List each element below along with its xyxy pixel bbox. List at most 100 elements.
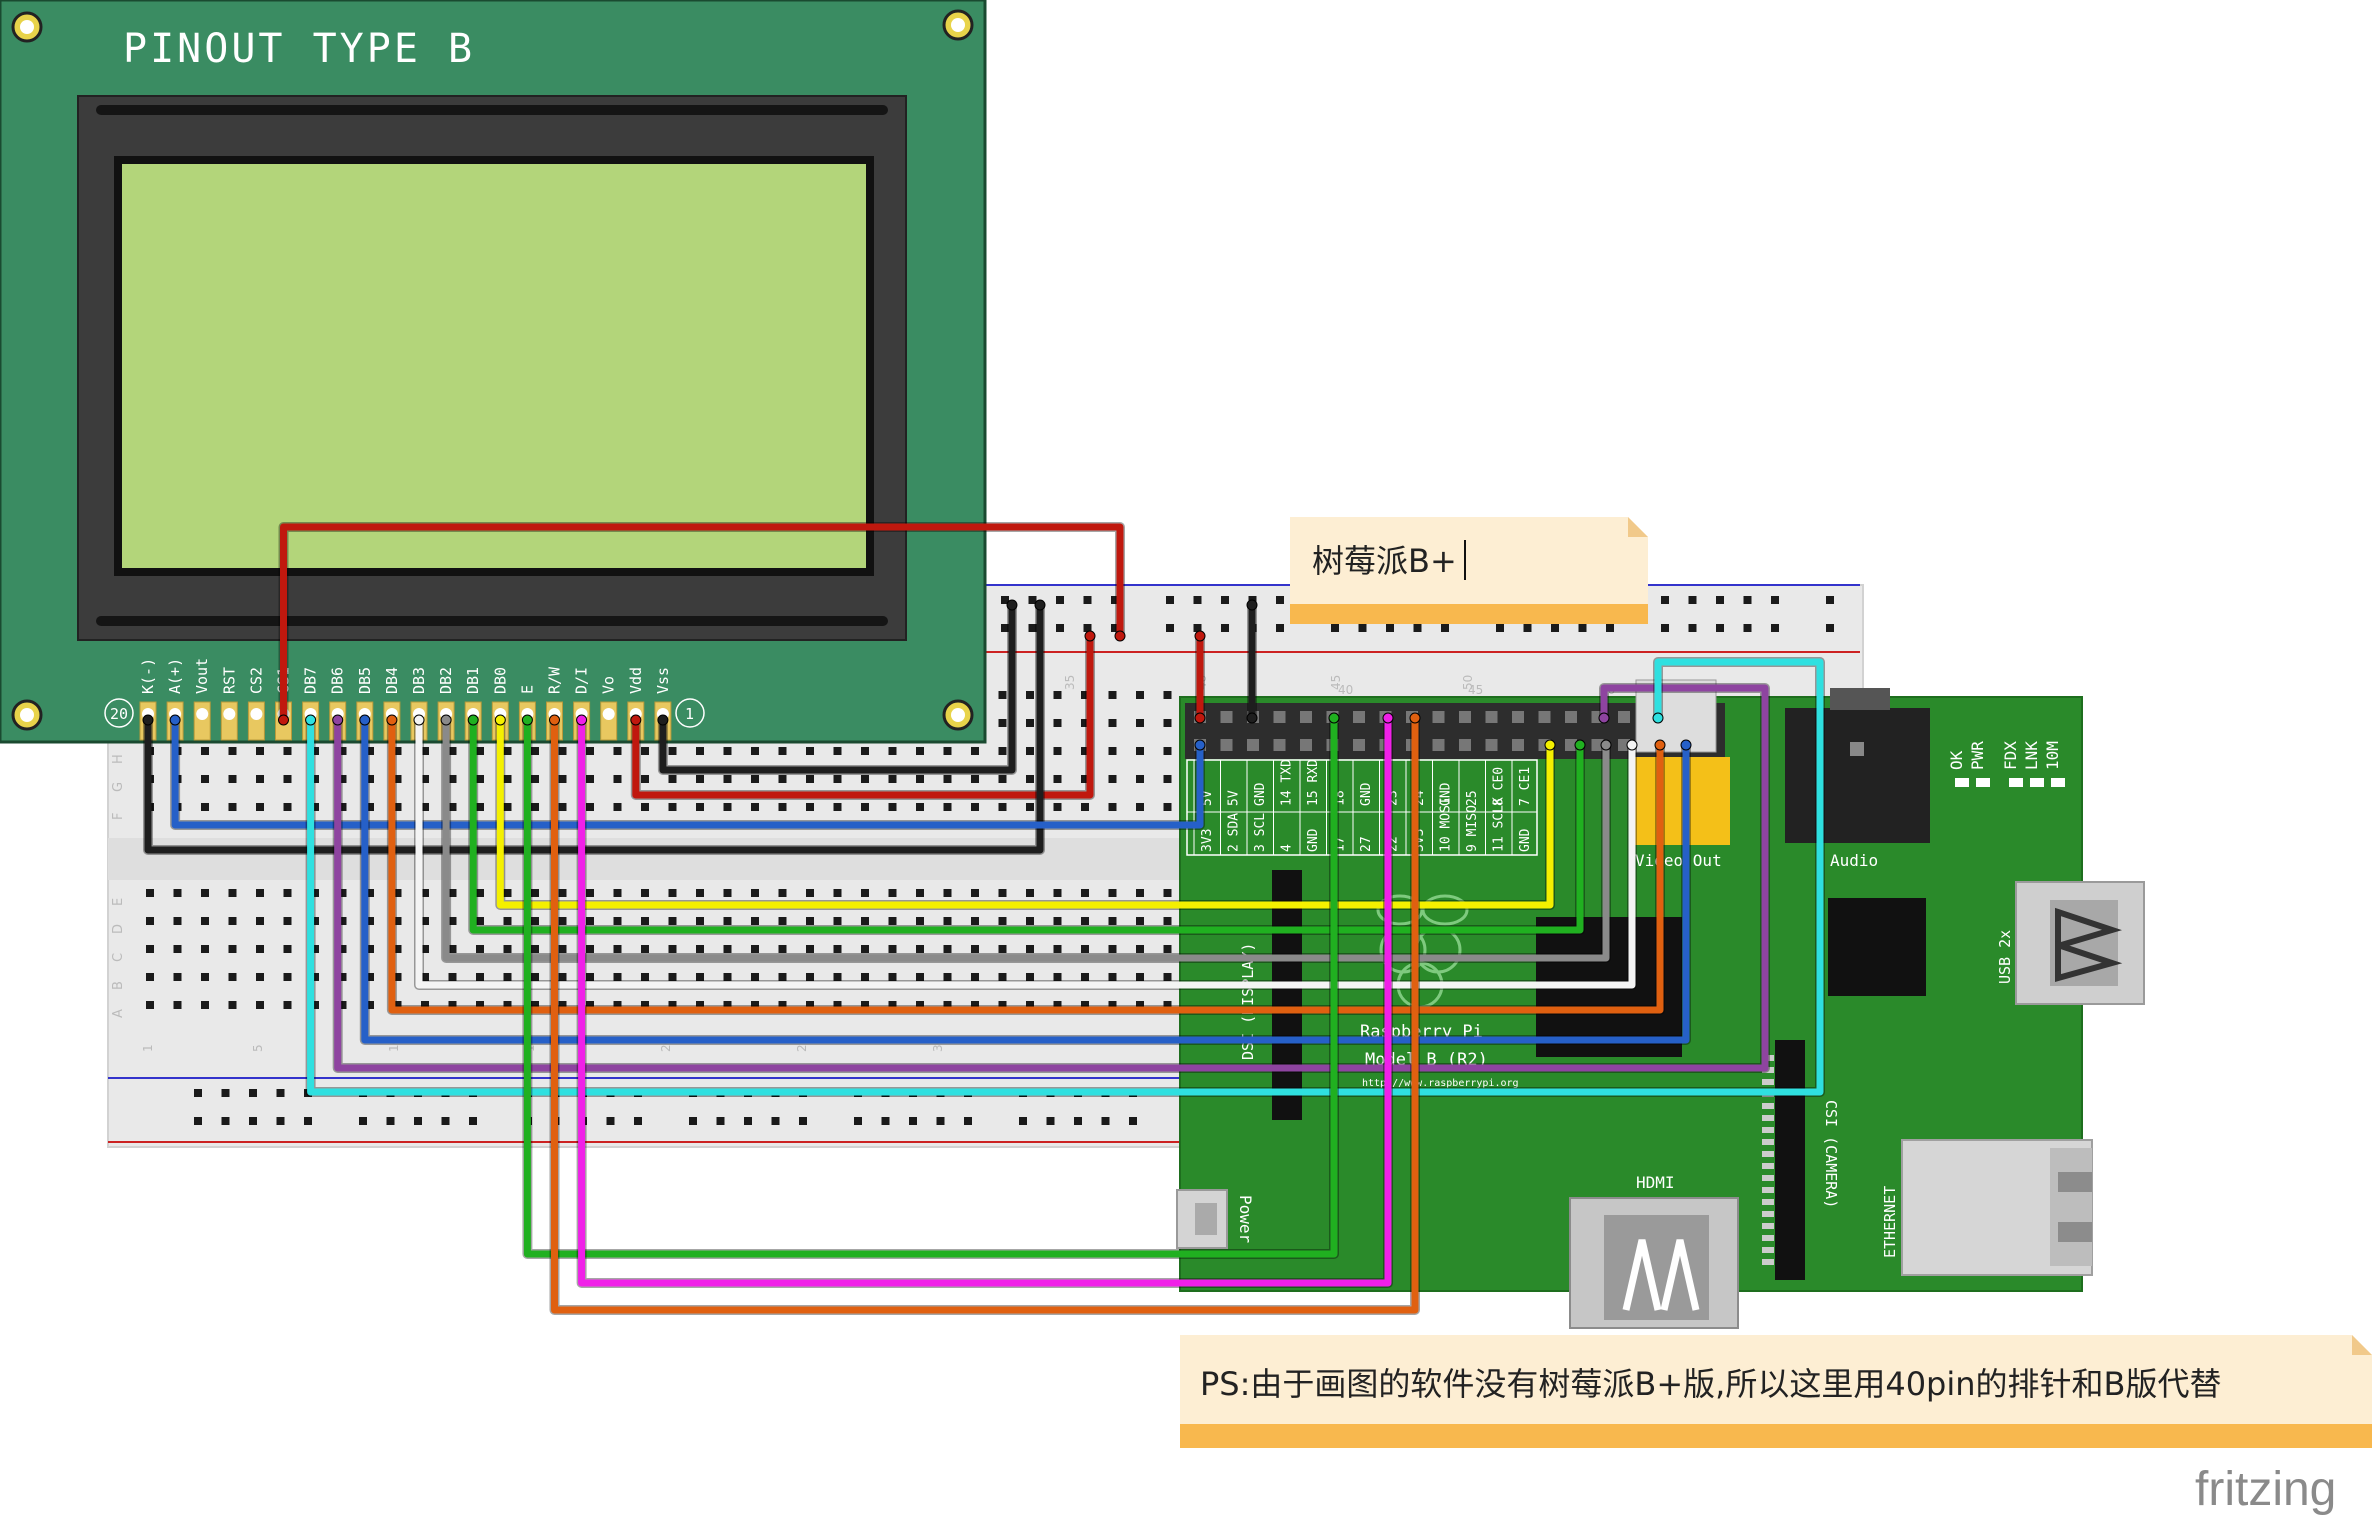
wire-orange-rw-end	[549, 714, 560, 726]
rail-hole	[689, 1117, 697, 1125]
rail-hole	[1661, 624, 1669, 632]
breadboard-hole	[393, 803, 402, 811]
breadboard-hole	[696, 889, 704, 897]
lcd-pin-label: DB2	[437, 667, 455, 694]
wire-blue-a-end	[169, 714, 181, 726]
usb-label: USB 2x	[1996, 930, 2014, 984]
gpio-pin	[1273, 739, 1286, 751]
breadboard-hole	[916, 747, 924, 755]
gpio-pin	[1353, 739, 1365, 751]
breadboard-hole	[668, 917, 677, 925]
lcd-pin-label: K(-)	[139, 658, 157, 694]
breadboard-hole	[1163, 945, 1172, 953]
ethernet-port: ETHERNET	[1881, 1139, 2093, 1276]
breadboard-hole	[421, 803, 429, 811]
breadboard-hole	[943, 917, 952, 925]
lcd-pin	[220, 701, 238, 741]
breadboard-hole	[778, 803, 787, 811]
wire-green-e-end	[521, 714, 533, 726]
breadboard-hole	[1163, 691, 1172, 699]
breadboard-hole	[641, 973, 649, 981]
rail-hole	[1221, 624, 1229, 632]
breadboard-hole	[476, 889, 484, 897]
breadboard-hole	[1108, 889, 1117, 897]
breadboard-hole	[916, 1001, 924, 1009]
breadboard-hole	[531, 747, 539, 755]
url-label: http://www.raspberrypi.org	[1362, 1078, 1519, 1089]
breadboard-hole	[751, 803, 759, 811]
gpio-pin	[1618, 739, 1630, 751]
breadboard-hole	[971, 775, 979, 783]
breadboard-hole	[723, 803, 732, 811]
wire-red-top	[280, 523, 1124, 724]
breadboard-hole	[393, 775, 402, 783]
wire-red-top-end	[278, 714, 289, 726]
row-letter-h: H	[111, 754, 126, 764]
breadboard-hole	[586, 775, 594, 783]
lcd-pin-hole	[223, 708, 236, 720]
breadboard-hole	[668, 803, 677, 811]
breadboard-hole	[613, 1001, 622, 1009]
rail-hole	[1551, 624, 1559, 632]
breadboard-hole	[696, 917, 704, 925]
breadboard-hole	[1053, 973, 1062, 981]
breadboard-hole	[613, 945, 622, 953]
breadboard-hole	[751, 889, 759, 897]
breadboard-hole	[943, 973, 952, 981]
breadboard-hole	[998, 917, 1007, 925]
breadboard-hole	[1081, 803, 1089, 811]
breadboard-hole	[1108, 719, 1117, 727]
breadboard-hole	[971, 973, 979, 981]
rail-hole	[1716, 624, 1724, 632]
breadboard-hole	[228, 747, 237, 755]
wire-blue-db5	[361, 716, 1690, 1044]
breadboard-hole	[421, 889, 429, 897]
breadboard-hole	[1053, 803, 1062, 811]
header-number: 40	[1338, 683, 1353, 697]
lcd-pin-label: Vo	[600, 676, 618, 694]
wire-red-5v-end	[1194, 712, 1206, 724]
breadboard-hole	[503, 973, 512, 981]
breadboard-hole	[696, 803, 704, 811]
breadboard-hole	[668, 945, 677, 953]
breadboard-hole	[833, 803, 842, 811]
lcd-pin-hole	[602, 708, 615, 720]
breadboard-hole	[641, 803, 649, 811]
rail-hole	[1716, 596, 1724, 604]
wire-orange-db4	[388, 716, 1664, 1014]
breadboard-hole	[751, 775, 759, 783]
csi-connector	[1775, 1040, 1805, 1280]
gpio-label-top: 14 TXD	[1280, 759, 1295, 806]
breadboard-hole	[531, 775, 539, 783]
gpio-label-bottom: GND	[1306, 828, 1321, 852]
rail-hole	[1056, 596, 1064, 604]
breadboard-hole	[146, 917, 154, 925]
breadboard-hole	[1081, 889, 1089, 897]
breadboard-hole	[998, 1001, 1007, 1009]
svg-text:20: 20	[110, 705, 128, 723]
breadboard-hole	[916, 803, 924, 811]
breadboard-hole	[283, 917, 292, 925]
breadboard-hole	[476, 803, 484, 811]
breadboard-hole	[696, 973, 704, 981]
csi-tooth	[1762, 1235, 1774, 1241]
rail-hole	[1771, 596, 1779, 604]
lcd-pin-label: Vout	[193, 658, 211, 694]
wire-black-k-end	[142, 714, 154, 726]
fritzing-logo: fritzing	[2195, 1463, 2336, 1516]
breadboard-hole	[1163, 803, 1172, 811]
breadboard-hole	[613, 803, 622, 811]
breadboard-hole	[283, 945, 292, 953]
breadboard-hole	[1081, 917, 1089, 925]
breadboard-hole	[1053, 945, 1062, 953]
svg-text:1: 1	[685, 705, 694, 723]
breadboard-hole	[173, 1001, 182, 1009]
breadboard-hole	[531, 889, 539, 897]
wire-white-db3-end	[413, 714, 425, 726]
rail-hole	[881, 1117, 890, 1125]
lcd-pin-number-20: 20	[104, 698, 134, 728]
breadboard-hole	[806, 889, 814, 897]
wire-green-e-end	[1328, 712, 1340, 724]
